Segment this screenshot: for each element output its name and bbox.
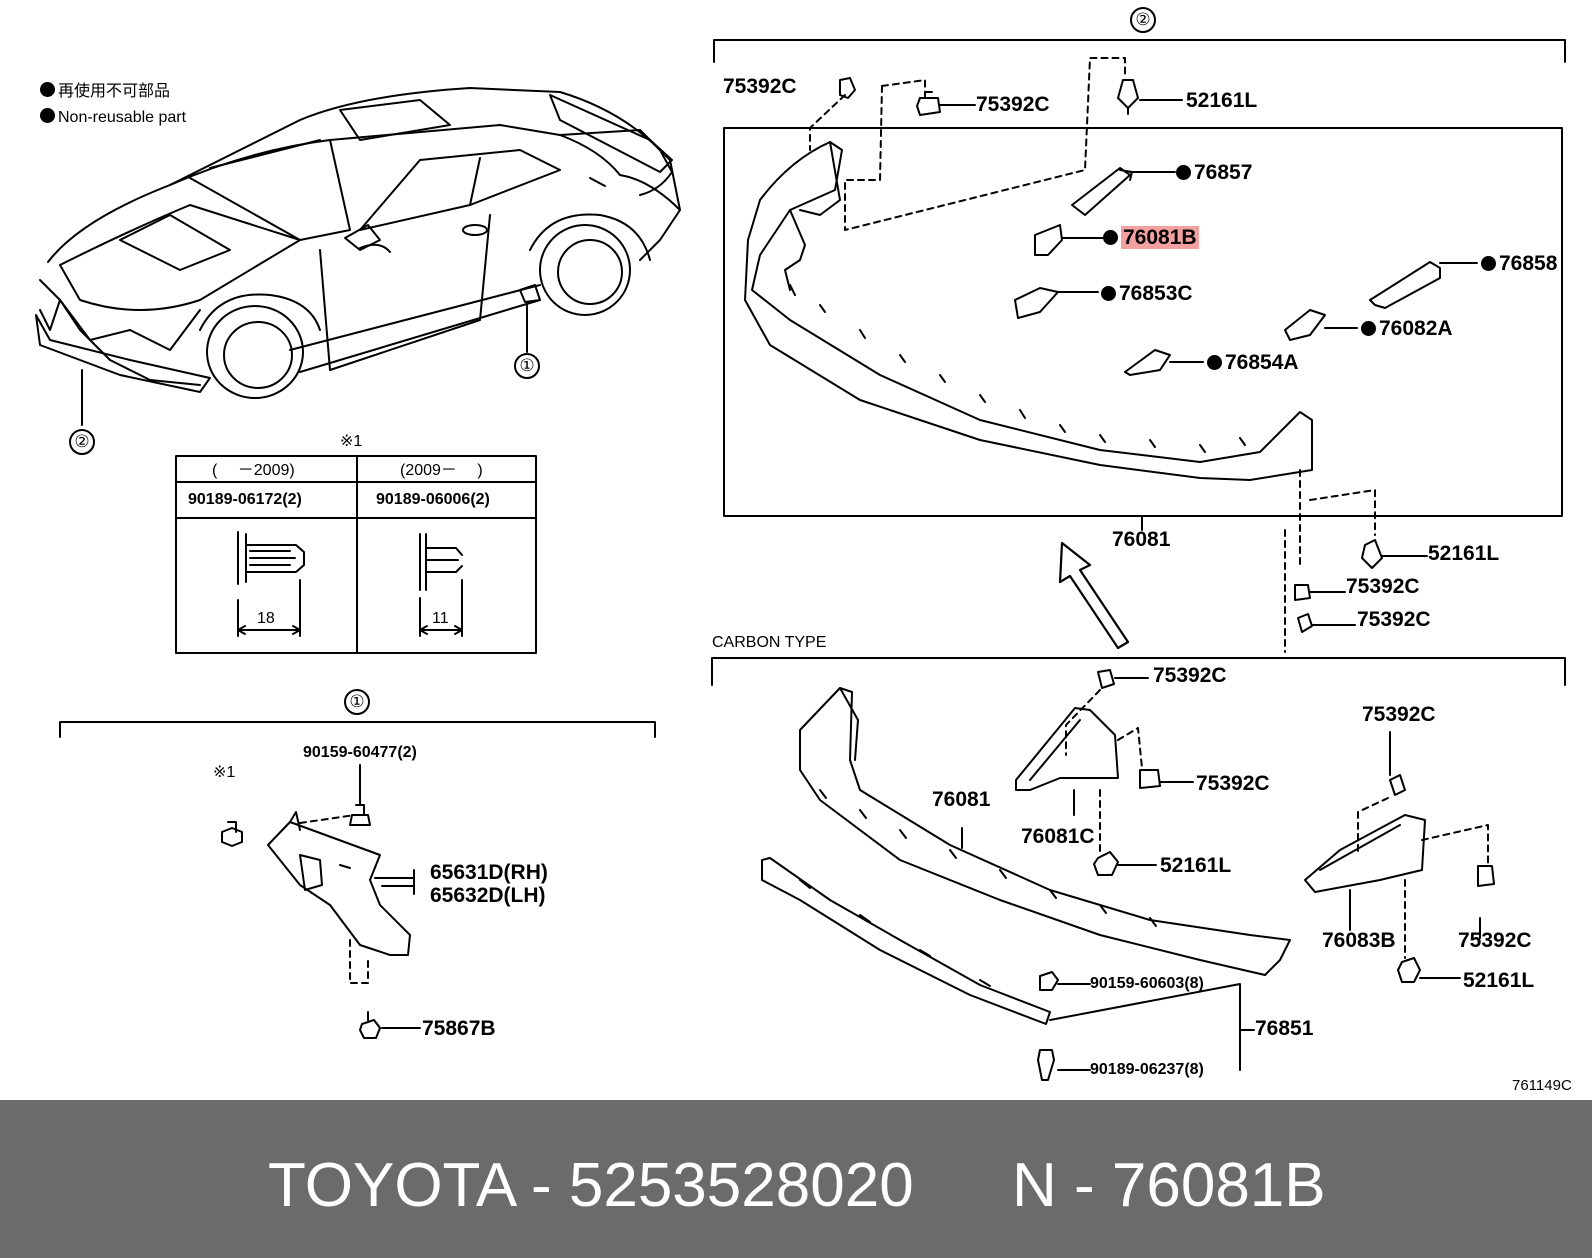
legend-en: Non-reusable part	[40, 108, 186, 126]
label-kome1-clip: ※1	[213, 764, 236, 781]
callout-two-car: ②	[69, 429, 95, 455]
legend-jp: 再使用不可部品	[40, 82, 170, 100]
label-90159-60603: 90159-60603(8)	[1090, 975, 1204, 992]
label-76081-main: 76081	[1112, 528, 1171, 551]
label-76083b: 76083B	[1322, 929, 1396, 952]
diagram-line-art	[35, 39, 1566, 1081]
section-one-art	[59, 721, 656, 1039]
label-76081b: 76081B	[1103, 226, 1199, 249]
callout-two-section: ②	[1130, 7, 1156, 33]
non-reusable-bullet-icon	[40, 108, 55, 123]
callout-one-section: ①	[344, 689, 370, 715]
label-75392c-b: 75392C	[976, 93, 1050, 116]
label-76854a: 76854A	[1207, 352, 1299, 373]
label-76081-carbon: 76081	[932, 788, 991, 811]
car-illustration	[35, 87, 681, 426]
highlighted-part: 76081B	[1121, 226, 1199, 249]
clip-table-header-left: ( －2009)	[212, 462, 295, 479]
non-reusable-bullet-icon	[1103, 230, 1118, 245]
label-52161l-c: 52161L	[1160, 854, 1232, 877]
label-75392c-a: 75392C	[723, 75, 797, 98]
label-75867b: 75867B	[422, 1017, 496, 1040]
non-reusable-bullet-icon	[1481, 256, 1496, 271]
non-reusable-bullet-icon	[40, 82, 55, 97]
clip-table-part-right: 90189-06006(2)	[376, 491, 490, 508]
clip-table-header-right: (2009－ )	[400, 462, 483, 479]
carbon-section-art	[711, 657, 1566, 1081]
label-76858: 76858	[1481, 253, 1557, 274]
clip-table-dim-left: 18	[257, 610, 275, 627]
non-reusable-bullet-icon	[1361, 321, 1376, 336]
section-two-art	[713, 39, 1566, 653]
label-75392c-c: 75392C	[1346, 575, 1420, 598]
footer-brand-part: TOYOTA - 5253528020	[268, 1151, 914, 1220]
label-52161l-a: 52161L	[1186, 89, 1258, 112]
label-76081c: 76081C	[1021, 825, 1095, 848]
clip-table	[175, 455, 537, 654]
label-75392c-d: 75392C	[1357, 608, 1431, 631]
non-reusable-bullet-icon	[1101, 286, 1116, 301]
clip-table-dim-right: 11	[432, 610, 449, 627]
label-75392c-e: 75392C	[1153, 664, 1227, 687]
label-76857: 76857	[1176, 162, 1252, 183]
carbon-type-title: CARBON TYPE	[712, 634, 827, 651]
label-75392c-g: 75392C	[1196, 772, 1270, 795]
footer-bar: TOYOTA - 5253528020 N - 76081B	[0, 1100, 1592, 1258]
footer-ref: N - 76081B	[1012, 1151, 1326, 1220]
non-reusable-bullet-icon	[1176, 165, 1191, 180]
label-52161l-d: 52161L	[1463, 969, 1535, 992]
label-52161l-b: 52161L	[1428, 542, 1500, 565]
label-65631d: 65631D(RH)	[430, 861, 548, 884]
label-75392c-f: 75392C	[1362, 703, 1436, 726]
label-76082a: 76082A	[1361, 318, 1453, 339]
label-76853c: 76853C	[1101, 283, 1193, 304]
label-76851: 76851	[1255, 1017, 1314, 1040]
clip-table-note: ※1	[340, 433, 363, 450]
label-65632d: 65632D(LH)	[430, 884, 546, 907]
label-90189-06237: 90189-06237(8)	[1090, 1061, 1204, 1078]
non-reusable-bullet-icon	[1207, 355, 1222, 370]
diagram-code: 761149C	[1512, 1077, 1572, 1094]
clip-table-part-left: 90189-06172(2)	[188, 491, 302, 508]
label-75392c-h: 75392C	[1458, 929, 1532, 952]
callout-one-car: ①	[514, 353, 540, 379]
label-90159-60477: 90159-60477(2)	[303, 744, 417, 761]
